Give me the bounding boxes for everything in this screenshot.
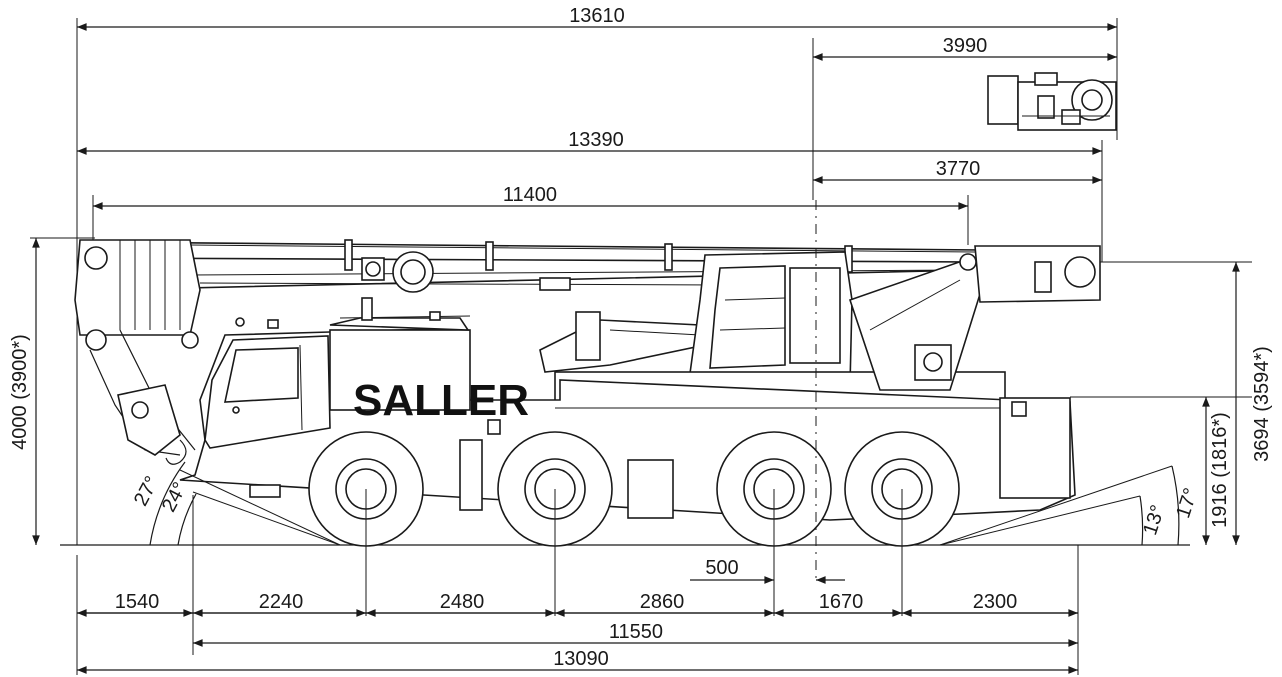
driver-cab (204, 335, 331, 498)
dim-11400: 11400 (503, 184, 557, 206)
angle-13: 13° (1139, 502, 1169, 538)
dim-seg-1540: 1540 (115, 591, 160, 613)
luffing-cylinder (539, 311, 706, 373)
counterweight-drawing (987, 72, 1117, 131)
dim-height-3694: 3694 (3594*) (1251, 346, 1273, 462)
dim-seg-2480: 2480 (440, 591, 485, 613)
boom-head (74, 239, 201, 456)
dim-seg-2860: 2860 (640, 591, 685, 613)
angle-24: 24° (158, 479, 192, 516)
dim-3770: 3770 (936, 158, 981, 180)
dim-11550: 11550 (609, 621, 663, 643)
brand-lettering: SALLER (353, 376, 529, 425)
angle-indicators: 27° 24° 17° 13° (130, 461, 1202, 546)
dim-seg-2240: 2240 (259, 591, 304, 613)
crane-operator-cab (687, 251, 853, 389)
hook-block (117, 384, 187, 465)
dim-13090: 13090 (553, 648, 609, 670)
dim-500-group: 500 (690, 557, 845, 584)
axle-lines (365, 489, 903, 616)
dim-13390: 13390 (568, 129, 624, 151)
dim-height-4000: 4000 (3900*) (9, 334, 31, 450)
dim-height-1916: 1916 (1816*) (1209, 412, 1231, 528)
bottom-dimensions: 1540 2240 2480 2860 1670 2300 11550 1309… (77, 591, 1078, 674)
dim-seg-2300: 2300 (973, 591, 1018, 613)
top-dimensions: 13610 3990 13390 3770 11400 (77, 5, 1117, 210)
dim-seg-1670: 1670 (819, 591, 864, 613)
dim-13610: 13610 (569, 5, 625, 27)
dim-3990: 3990 (943, 35, 988, 57)
vertical-dimensions: 4000 (3900*) 3694 (3594*) 1916 (1816*) (9, 238, 1273, 546)
dim-500: 500 (705, 557, 738, 579)
